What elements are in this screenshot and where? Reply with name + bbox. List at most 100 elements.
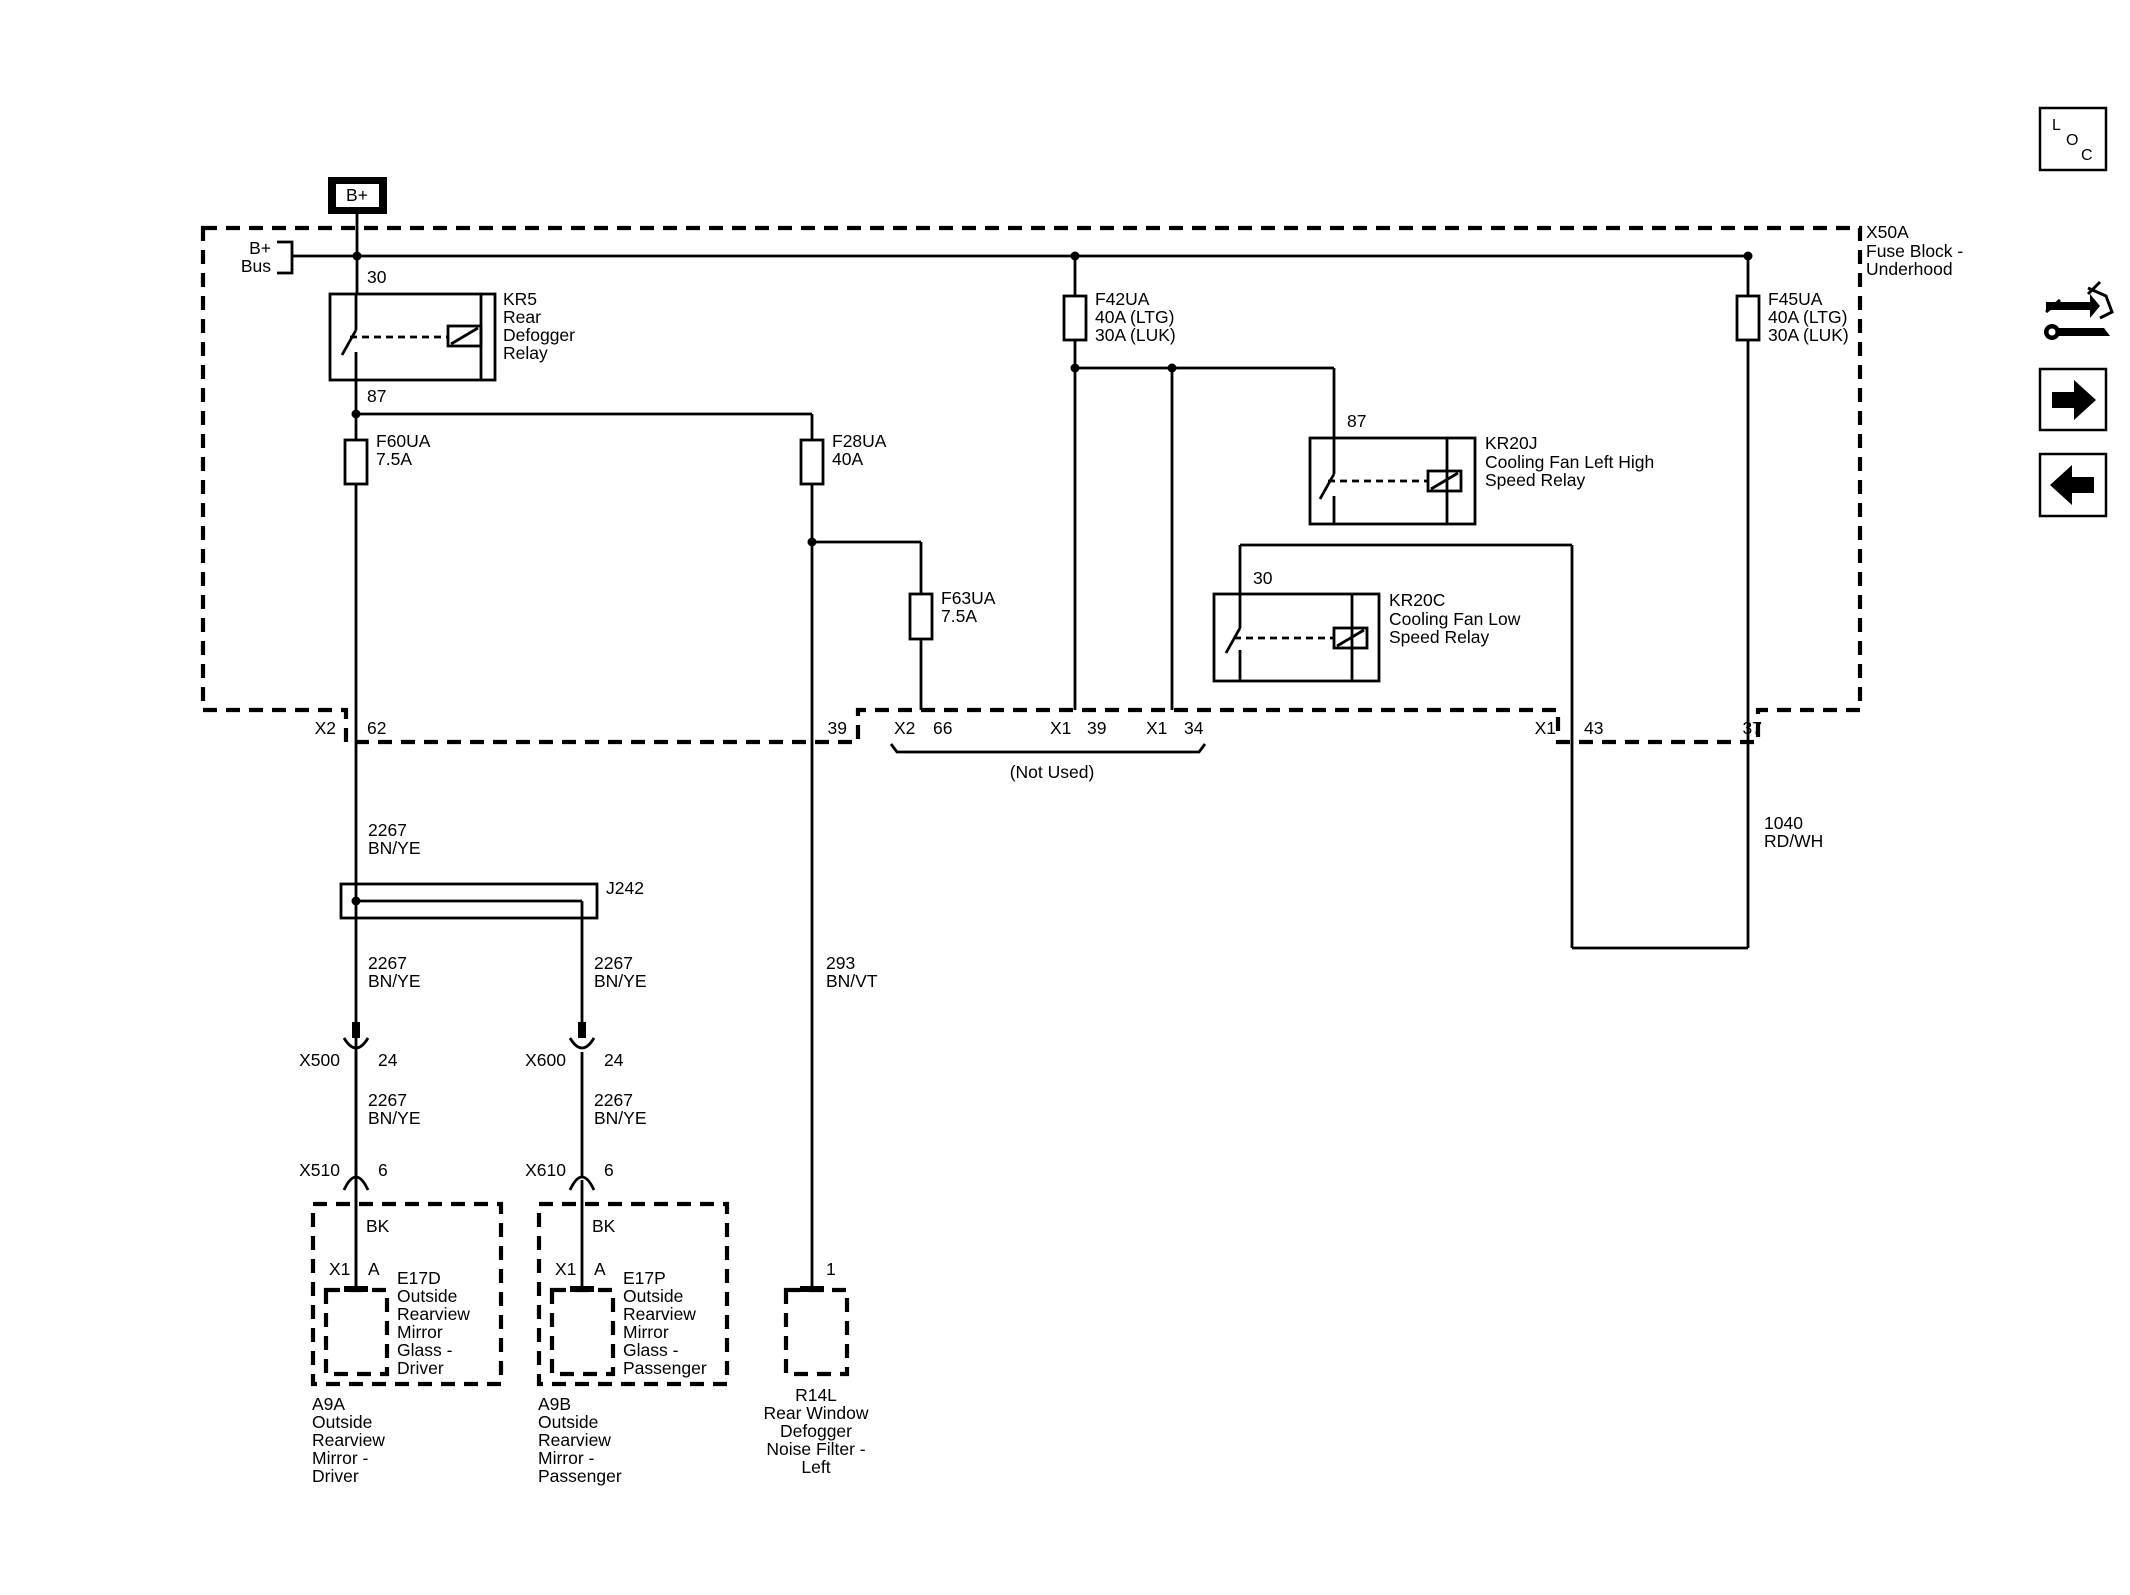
svg-text:39: 39 [1087, 718, 1106, 738]
svg-text:A: A [594, 1259, 606, 1279]
svg-text:66: 66 [933, 718, 952, 738]
svg-text:2267: 2267 [368, 1090, 407, 1110]
svg-text:Fuse Block -: Fuse Block - [1866, 241, 1963, 261]
relay-kr20c: 30 KR20C Cooling Fan Low Speed Relay [1212, 568, 1521, 683]
connector-x500: X500 24 [299, 1022, 398, 1176]
svg-text:40A: 40A [832, 449, 863, 469]
svg-text:Rearview: Rearview [538, 1430, 611, 1450]
svg-text:Cooling Fan Low: Cooling Fan Low [1389, 609, 1521, 629]
svg-text:30A (LUK): 30A (LUK) [1095, 325, 1176, 345]
svg-text:KR20C: KR20C [1389, 590, 1445, 610]
svg-text:Relay: Relay [503, 343, 548, 363]
svg-text:Driver: Driver [312, 1466, 359, 1486]
svg-text:RD/WH: RD/WH [1764, 831, 1823, 851]
relay-kr5: 30 87 KR5 Rear Defogger Relay [328, 267, 575, 406]
svg-text:Defogger: Defogger [780, 1421, 852, 1441]
svg-text:X600: X600 [525, 1050, 566, 1070]
svg-text:Outside: Outside [397, 1286, 457, 1306]
svg-text:J242: J242 [606, 878, 644, 898]
svg-text:Rearview: Rearview [397, 1304, 470, 1324]
svg-text:6: 6 [604, 1160, 614, 1180]
svg-text:F60UA: F60UA [376, 431, 431, 451]
svg-text:37: 37 [1743, 718, 1762, 738]
svg-text:Passenger: Passenger [623, 1358, 707, 1378]
svg-text:O: O [2066, 132, 2078, 149]
module-a9b: BK X1 A E17P Outside Rearview Mirror Gla… [536, 1201, 730, 1486]
fuse-f42ua: F42UA 40A (LTG) 30A (LUK) [1062, 289, 1176, 345]
svg-text:Passenger: Passenger [538, 1466, 622, 1486]
svg-text:B+: B+ [249, 238, 271, 258]
svg-text:E17D: E17D [397, 1268, 441, 1288]
wire-label-2267-pass: 2267 BN/YE [594, 953, 647, 991]
battery-terminal: B+ [328, 177, 387, 214]
fuse-f45ua: F45UA 40A (LTG) 30A (LUK) [1735, 289, 1849, 345]
svg-text:39: 39 [828, 718, 847, 738]
svg-text:BN/YE: BN/YE [368, 838, 421, 858]
arrow-left-icon[interactable] [2038, 452, 2108, 518]
svg-text:BK: BK [366, 1216, 390, 1236]
svg-text:24: 24 [378, 1050, 398, 1070]
svg-text:87: 87 [367, 386, 386, 406]
svg-text:Defogger: Defogger [503, 325, 575, 345]
fuse-f63ua: F63UA 7.5A [908, 588, 996, 641]
loc-button[interactable]: L O C [2038, 106, 2108, 172]
svg-text:Outside: Outside [312, 1412, 372, 1432]
svg-text:Underhood: Underhood [1866, 259, 1953, 279]
svg-text:Noise Filter -: Noise Filter - [766, 1439, 865, 1459]
fuse-block-label: X50A Fuse Block - Underhood [1866, 222, 1963, 279]
svg-text:E17P: E17P [623, 1268, 666, 1288]
svg-text:KR20J: KR20J [1485, 433, 1538, 453]
wire-label-2267-x600: 2267 BN/YE [594, 1090, 647, 1128]
svg-text:X1: X1 [1535, 718, 1556, 738]
svg-text:F42UA: F42UA [1095, 289, 1150, 309]
svg-text:X510: X510 [299, 1160, 340, 1180]
arrow-right-icon[interactable] [2038, 367, 2108, 432]
connector-x610: X610 6 [525, 1160, 614, 1290]
svg-text:X1: X1 [1146, 718, 1167, 738]
connector-x510: X510 6 [299, 1160, 388, 1290]
svg-text:R14L: R14L [795, 1385, 837, 1405]
svg-text:1: 1 [826, 1259, 836, 1279]
wire-label-293: 293 BN/VT [826, 953, 878, 991]
svg-text:(Not Used): (Not Used) [1010, 762, 1095, 782]
svg-text:Left: Left [801, 1457, 830, 1477]
svg-text:X2: X2 [315, 718, 336, 738]
svg-text:Outside: Outside [538, 1412, 598, 1432]
svg-text:7.5A: 7.5A [376, 449, 412, 469]
svg-text:Rear: Rear [503, 307, 541, 327]
svg-text:X1: X1 [555, 1259, 576, 1279]
svg-text:X50A: X50A [1866, 222, 1909, 242]
fuse-f28ua: F28UA 40A [799, 431, 887, 486]
svg-text:Mirror: Mirror [397, 1322, 443, 1342]
connector-tools-icon[interactable] [2036, 276, 2114, 348]
module-a9a: BK X1 A E17D Outside Rearview Mirror Gla… [310, 1201, 504, 1486]
svg-text:X610: X610 [525, 1160, 566, 1180]
svg-text:6: 6 [378, 1160, 388, 1180]
svg-text:Rearview: Rearview [312, 1430, 385, 1450]
svg-text:Glass -: Glass - [623, 1340, 679, 1360]
svg-text:30: 30 [367, 267, 387, 287]
fuse-f60ua: F60UA 7.5A [343, 431, 431, 486]
splice-j242: J242 [339, 878, 644, 1029]
svg-text:F28UA: F28UA [832, 431, 887, 451]
fan-wiring [1070, 340, 1574, 948]
block-pin-labels: X2 62 39 X2 66 X1 39 X1 34 X1 43 37 [315, 718, 1762, 738]
wire-label-2267-top: 2267 BN/YE [368, 820, 421, 858]
svg-text:2267: 2267 [594, 953, 633, 973]
svg-text:B+: B+ [346, 185, 368, 205]
svg-text:Outside: Outside [623, 1286, 683, 1306]
fuse-block-outline [200, 225, 1863, 745]
relay-kr20j: 87 KR20J Cooling Fan Left High Speed Rel… [1308, 411, 1654, 526]
fuse-wiring-left [351, 380, 923, 1290]
svg-text:X1: X1 [1050, 718, 1071, 738]
svg-text:A9A: A9A [312, 1394, 345, 1414]
svg-text:Mirror -: Mirror - [538, 1448, 595, 1468]
svg-text:1040: 1040 [1764, 813, 1803, 833]
svg-text:40A (LTG): 40A (LTG) [1768, 307, 1847, 327]
svg-text:Rear Window: Rear Window [763, 1403, 868, 1423]
svg-text:BN/YE: BN/YE [368, 971, 421, 991]
svg-text:Bus: Bus [241, 256, 271, 276]
bus-wiring [292, 214, 1753, 296]
svg-text:2267: 2267 [594, 1090, 633, 1110]
svg-text:X1: X1 [329, 1259, 350, 1279]
